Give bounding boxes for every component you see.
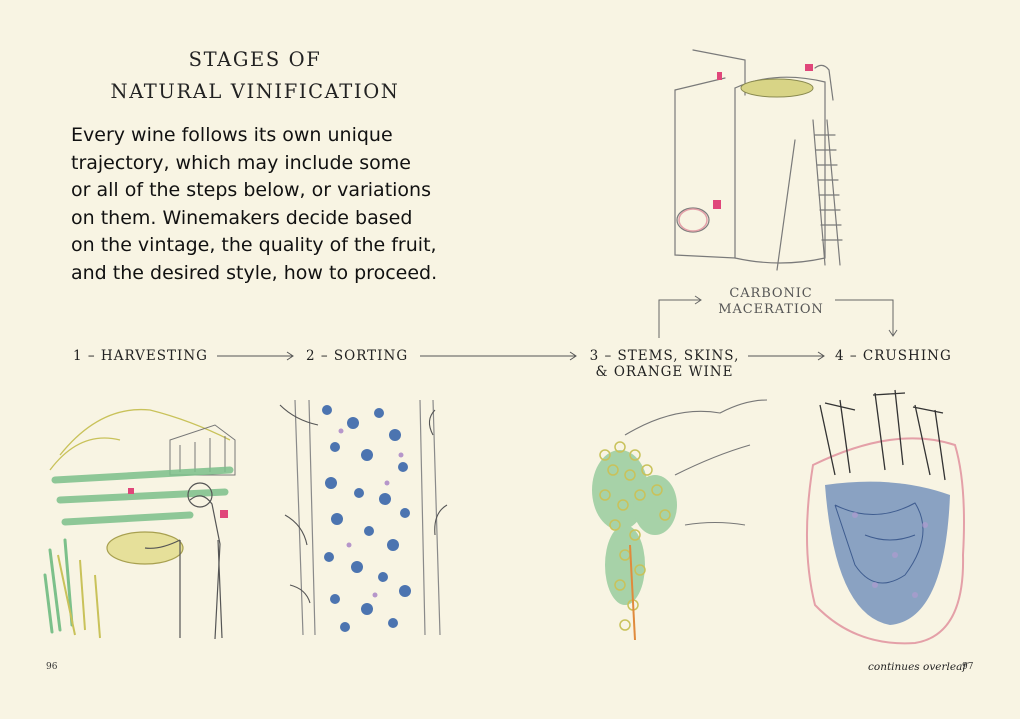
step-sorting: 2 – SORTING [306, 348, 409, 364]
page-number-right: 97 [962, 662, 974, 672]
carbonic-branch-arrow [658, 295, 898, 338]
intro-paragraph: Every wine follows its own unique trajec… [71, 122, 451, 288]
intro-line: on the vintage, the quality of the fruit… [71, 234, 437, 257]
intro-line: or all of the steps below, or variations [71, 179, 431, 202]
page-title: STAGES OF NATURAL VINIFICATION [60, 44, 450, 108]
continues-overleaf-note: continues overleaf [868, 661, 967, 673]
title-line-1: STAGES OF [188, 48, 322, 71]
step-stems-line-2: & ORANGE WINE [595, 364, 734, 380]
grape-cluster-illustration [592, 399, 768, 641]
carbonic-maceration-label: CARBONIC MACERATION [706, 286, 836, 318]
sorting-table-illustration [279, 399, 448, 636]
arrow-right-icon [420, 351, 577, 361]
intro-line: on them. Winemakers decide based [71, 206, 413, 229]
crushing-vat-illustration [806, 389, 965, 645]
intro-line: trajectory, which may include some [71, 151, 411, 174]
intro-line: and the desired style, how to proceed. [71, 261, 438, 284]
arrow-right-icon [217, 351, 294, 361]
winery-tank-illustration [674, 49, 843, 271]
step-crushing: 4 – CRUSHING [835, 348, 952, 364]
carbonic-line-2: MACERATION [718, 302, 824, 317]
title-line-2: NATURAL VINIFICATION [110, 80, 400, 103]
harvest-illustration [43, 408, 236, 640]
intro-line: Every wine follows its own unique [71, 124, 393, 146]
step-stems-skins: 3 – STEMS, SKINS, & ORANGE WINE [582, 348, 747, 380]
carbonic-line-1: CARBONIC [729, 286, 813, 301]
step-harvesting: 1 – HARVESTING [73, 348, 208, 364]
arrow-right-icon [748, 351, 825, 361]
page-number-left: 96 [46, 662, 58, 672]
step-stems-line-1: 3 – STEMS, SKINS, [589, 348, 740, 364]
